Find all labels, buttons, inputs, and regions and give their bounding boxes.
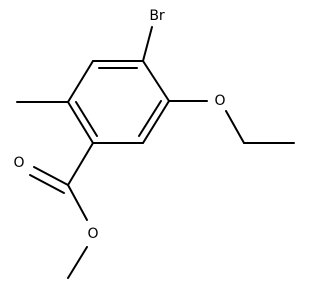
o-methyl-bond <box>67 246 88 279</box>
bromine-atom-label: Br <box>149 8 165 24</box>
carbonyl-double-bond <box>33 166 69 186</box>
ring-bond <box>67 101 94 144</box>
ring-bond <box>142 60 170 102</box>
carbonyl-o-ester-bond <box>67 184 88 221</box>
benzene-ring <box>67 60 170 144</box>
chemical-structure-diagram: Br O O O <box>13 8 295 279</box>
carbonyl-oxygen-label: O <box>13 155 24 171</box>
c-br-bond <box>142 26 153 62</box>
carbonyl-double-bond <box>29 174 65 194</box>
ester-oxygen-label: O <box>87 226 98 242</box>
ring-bond <box>142 100 170 144</box>
ring-double-bond-inner <box>138 100 162 137</box>
ring-bond <box>67 60 94 103</box>
o-ethyl-bond <box>225 110 245 144</box>
ring-carbonyl-bond <box>67 142 94 186</box>
ring-double-bond-inner <box>75 101 98 137</box>
ether-oxygen-label: O <box>214 93 225 109</box>
